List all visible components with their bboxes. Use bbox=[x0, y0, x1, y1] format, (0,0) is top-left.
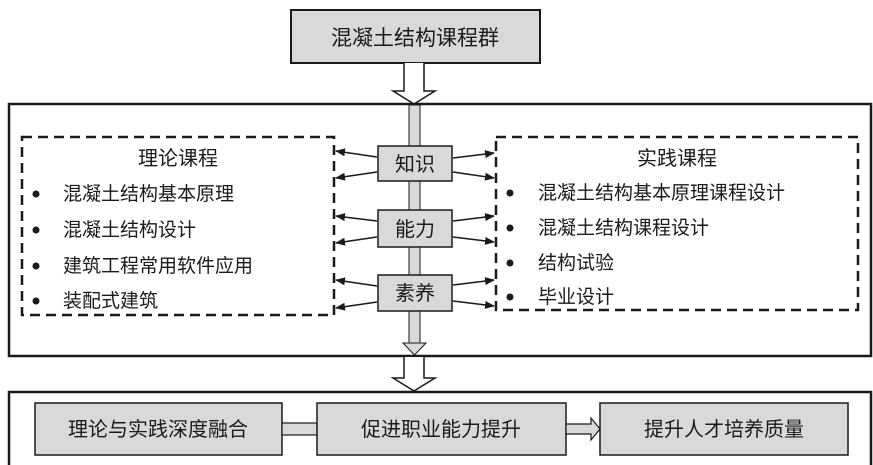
spine-arrow-head bbox=[401, 342, 428, 356]
bottom-frame bbox=[7, 390, 873, 465]
bullet-icon bbox=[32, 226, 40, 234]
theory-item: 建筑工程常用软件应用 bbox=[63, 255, 253, 277]
arrow-right-icon bbox=[452, 236, 495, 245]
practice-title: 实践课程 bbox=[637, 146, 717, 170]
theory-list: 混凝土结构基本原理 混凝土结构设计 建筑工程常用软件应用 装配式建筑 bbox=[32, 183, 253, 312]
arrow-right-icon bbox=[452, 277, 495, 286]
center-label: 能力 bbox=[395, 217, 435, 241]
practice-item: 混凝土结构课程设计 bbox=[538, 217, 709, 239]
step-box-quality: 提升人才培养质量 bbox=[599, 402, 849, 456]
top-box: 混凝土结构课程群 bbox=[290, 9, 541, 64]
theory-item: 混凝土结构设计 bbox=[63, 219, 196, 241]
connector-bar bbox=[281, 422, 318, 436]
arrow-left-icon bbox=[335, 171, 378, 181]
practice-item: 混凝土结构基本原理课程设计 bbox=[538, 182, 785, 204]
down-arrow-bottom bbox=[390, 357, 438, 392]
practice-item: 结构试验 bbox=[538, 252, 614, 274]
arrow-left-icon bbox=[335, 148, 378, 158]
arrow-right-icon bbox=[452, 171, 495, 181]
bullet-icon bbox=[32, 190, 40, 198]
practice-panel bbox=[494, 135, 860, 312]
arrow-left-icon bbox=[335, 236, 378, 246]
center-label: 素养 bbox=[395, 281, 435, 305]
top-title: 混凝土结构课程群 bbox=[331, 26, 499, 50]
arrow-left-icon bbox=[335, 213, 378, 222]
practice-list: 混凝土结构基本原理课程设计 混凝土结构课程设计 结构试验 毕业设计 bbox=[506, 182, 785, 308]
theory-item: 装配式建筑 bbox=[63, 290, 158, 312]
down-arrow-top bbox=[390, 63, 438, 105]
arrow-right-icon bbox=[452, 150, 495, 159]
bullet-icon bbox=[32, 262, 40, 270]
theory-title: 理论课程 bbox=[138, 146, 218, 170]
theory-panel bbox=[20, 135, 336, 317]
center-box-knowledge: 知识 bbox=[377, 145, 453, 182]
arrow-left-icon bbox=[335, 301, 378, 311]
bullet-icon bbox=[506, 189, 514, 197]
arrow-left-icon bbox=[335, 277, 378, 287]
step-label: 促进职业能力提升 bbox=[361, 417, 521, 441]
step-label: 提升人才培养质量 bbox=[644, 417, 804, 441]
center-label: 知识 bbox=[395, 152, 435, 176]
bullet-icon bbox=[506, 224, 514, 232]
step-box-ability: 促进职业能力提升 bbox=[316, 402, 567, 456]
middle-frame bbox=[7, 102, 873, 358]
theory-item: 混凝土结构基本原理 bbox=[63, 183, 234, 205]
right-hollow-arrow-icon bbox=[565, 416, 601, 442]
arrow-right-icon bbox=[452, 300, 495, 309]
step-box-integration: 理论与实践深度融合 bbox=[34, 402, 283, 456]
bullet-icon bbox=[32, 297, 40, 305]
step-label: 理论与实践深度融合 bbox=[68, 417, 248, 441]
center-box-ability: 能力 bbox=[377, 209, 453, 248]
bullet-icon bbox=[506, 293, 514, 301]
arrow-right-icon bbox=[452, 213, 495, 222]
practice-item: 毕业设计 bbox=[538, 286, 614, 308]
right-arrows bbox=[452, 150, 495, 309]
bullet-icon bbox=[506, 259, 514, 267]
center-box-literacy: 素养 bbox=[377, 274, 453, 312]
left-arrows bbox=[335, 148, 378, 311]
